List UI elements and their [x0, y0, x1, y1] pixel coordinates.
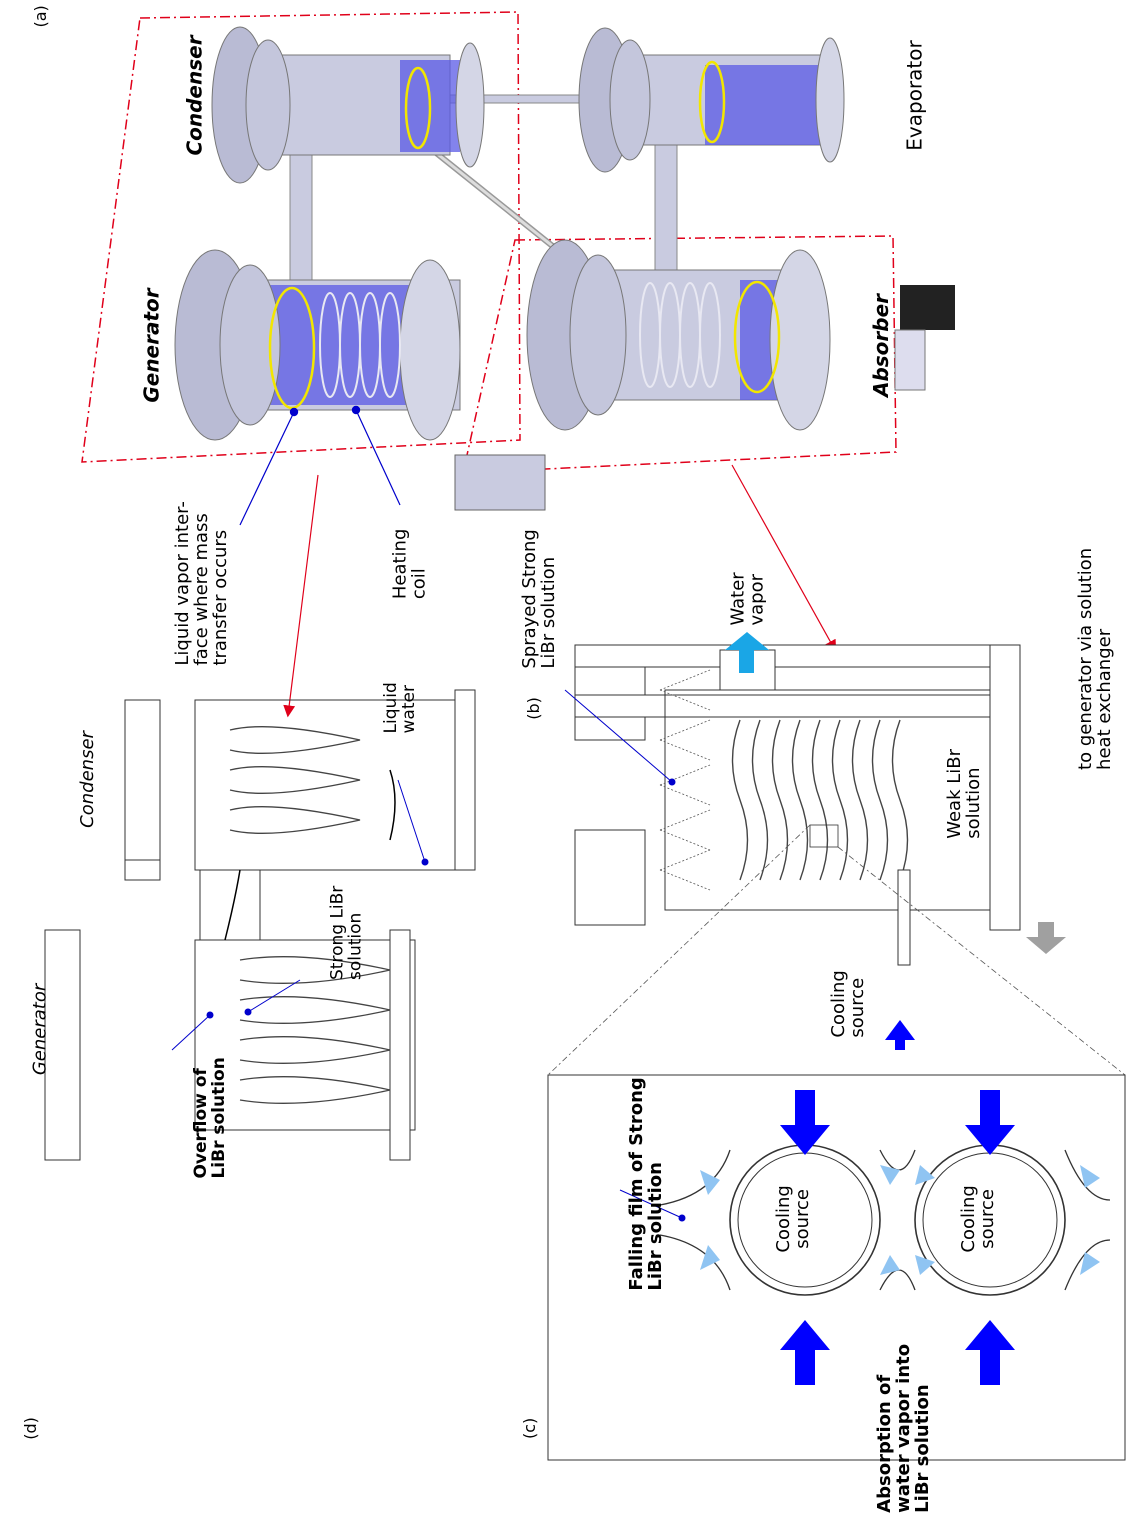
panel-a-letter: (a): [33, 5, 50, 27]
interface-note-line-3: transfer occurs: [212, 501, 231, 666]
d-condenser-flange: [125, 700, 160, 860]
a-absorber-label: Absorber: [871, 294, 892, 397]
interface-leader: [240, 412, 294, 525]
d-strong-label: Strong LiBr solution: [329, 886, 365, 980]
panel-d-letter: (d): [23, 1417, 40, 1440]
b-to-generator-label: to generator via solution heat exchanger: [1077, 548, 1115, 770]
weak-line-2: solution: [965, 749, 984, 839]
generator-vessel: [175, 250, 460, 440]
absorber-vessel: [527, 240, 830, 430]
d-liquid-leader: [398, 780, 425, 862]
interface-note-line-2: face where mass: [193, 501, 212, 666]
b-flange-bottom: [575, 695, 1005, 717]
heating-coil-leader: [356, 410, 400, 505]
c-cooling-2-label: Cooling source: [960, 1185, 998, 1252]
panel-d-gen-cond: [45, 690, 475, 1160]
absorption-line-3: LiBr solution: [914, 1344, 933, 1513]
d-connecting-pipe: [200, 870, 260, 940]
absorption-line-2: water vapor into: [895, 1344, 914, 1513]
c-absorption-label: Absorption of water vapor into LiBr solu…: [876, 1344, 933, 1513]
d-condenser-coil: [230, 727, 360, 834]
b-cooling-inlet-pipe: [898, 870, 910, 965]
d-strong-leader: [248, 980, 300, 1012]
arrow-to-panel-d: [288, 475, 318, 715]
c-falling-film-label: Falling film of Strong LiBr solution: [628, 1077, 666, 1290]
a-condenser-label: Condenser: [185, 35, 206, 155]
b-cooling-line-2: source: [849, 970, 868, 1037]
to-gen-line-2: heat exchanger: [1096, 548, 1115, 770]
evap-abs-pipe: [655, 145, 677, 285]
heat-exchanger: [455, 455, 545, 510]
pump: [900, 285, 955, 330]
b-cooling-label: Cooling source: [830, 970, 868, 1037]
vapor-line-2: vapor: [749, 572, 768, 625]
d-condenser-label: Condenser: [79, 731, 98, 828]
d-overflow-label: Overflow of LiBr solution: [193, 1057, 229, 1178]
panel-b-letter: (b): [526, 697, 543, 720]
a-evaporator-label: Evaporator: [905, 40, 926, 150]
evaporator-vessel: [579, 28, 844, 172]
a-generator-label: Generator: [142, 288, 163, 402]
d-overflow-leader: [172, 1015, 210, 1050]
a-heating-coil-label: Heating coil: [391, 529, 429, 600]
d-liquid-water-label: Liquid water: [383, 682, 419, 733]
a-interface-note: Liquid vapor inter- face where mass tran…: [174, 501, 231, 666]
c-cooling-1-label: Cooling source: [775, 1185, 813, 1252]
overflow-line-2: LiBr solution: [211, 1057, 229, 1178]
heating-line-2: coil: [410, 529, 429, 600]
panel-c-letter: (c): [522, 1418, 539, 1439]
b-cooling-arrow: [885, 1020, 915, 1050]
c2-line-2: source: [979, 1185, 998, 1252]
b-outlet-arrow: [1026, 922, 1066, 954]
falling-line-2: LiBr solution: [647, 1077, 666, 1290]
b-coil: [733, 720, 908, 880]
c1-line-2: source: [794, 1185, 813, 1252]
d-generator-coil: [240, 957, 390, 1104]
b-sprayed-label: Sprayed Strong LiBr solution: [521, 529, 559, 669]
b-water-vapor-label: Water vapor: [730, 572, 768, 625]
liquid-line-2: water: [401, 682, 419, 733]
d-generator-label: Generator: [31, 984, 50, 1075]
b-weak-label: Weak LiBr solution: [946, 749, 984, 839]
strong-line-2: solution: [347, 886, 365, 980]
sprayed-line-2: LiBr solution: [540, 529, 559, 669]
b-zoom-box: [810, 825, 838, 847]
